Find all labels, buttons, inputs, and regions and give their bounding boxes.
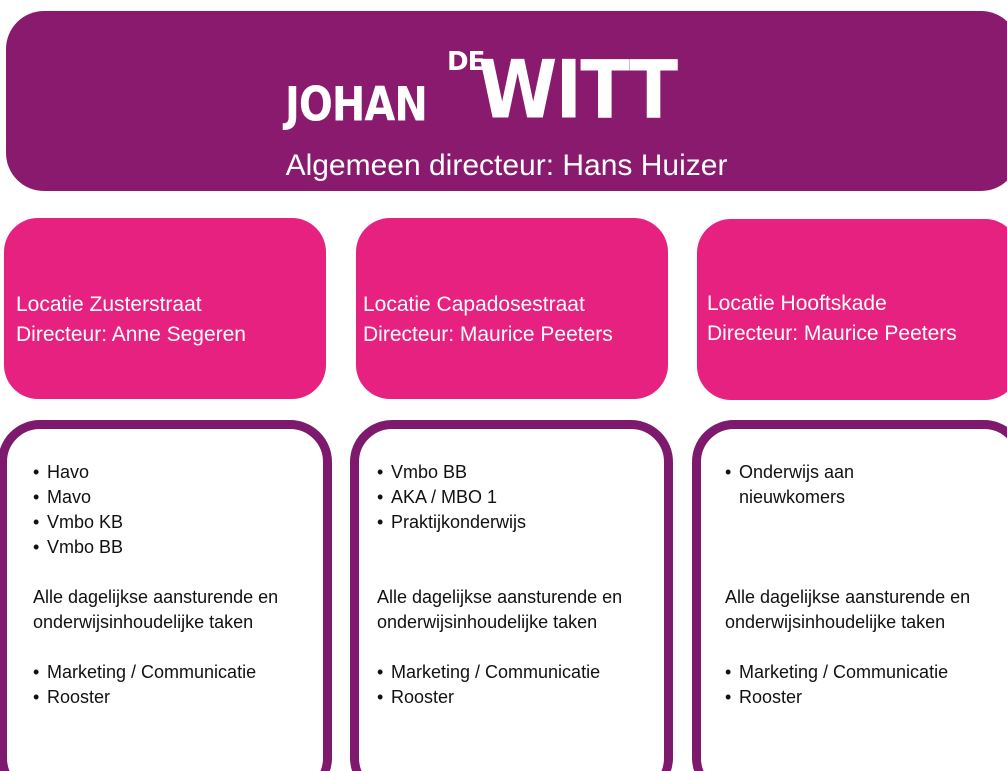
general-director: Algemeen directeur: Hans Huizer: [285, 149, 728, 182]
program-item: •Mavo: [33, 487, 92, 507]
location-name: Locatie Capadosestraat: [363, 293, 585, 316]
johan-de-witt-logo: JOHAN DE WITT: [285, 42, 735, 137]
extra-task-item: •Marketing / Communicatie: [33, 662, 257, 682]
program-item: •Praktijkonderwijs: [377, 512, 527, 532]
program-list: •Vmbo BB •AKA / MBO 1 •Praktijkonderwijs: [377, 460, 664, 560]
program-item: •Onderwijs aan nieuwkomers: [725, 462, 855, 507]
logo-johan: JOHAN: [285, 78, 428, 133]
extra-task-list: •Marketing / Communicatie •Rooster: [725, 660, 1007, 710]
location-box-capadosestraat: Locatie Capadosestraat Directeur: Mauric…: [356, 218, 668, 399]
location-name: Locatie Hooftskade: [707, 292, 887, 315]
program-item: •Vmbo KB: [33, 512, 124, 532]
extra-task-list: •Marketing / Communicatie •Rooster: [33, 660, 323, 710]
program-item: •Vmbo BB: [377, 462, 468, 482]
location-director: Directeur: Maurice Peeters: [363, 323, 613, 346]
extra-task-item: •Marketing / Communicatie: [725, 662, 949, 682]
logo-de: DE: [447, 47, 485, 77]
extra-task-item: •Rooster: [377, 687, 455, 707]
tasks-box-hooftskade: •Onderwijs aan nieuwkomers Alle dagelijk…: [692, 420, 1007, 771]
task-description: Alle dagelijkse aansturende en onderwijs…: [33, 587, 279, 632]
location-name: Locatie Zusterstraat: [16, 293, 202, 316]
location-box-hooftskade: Locatie Hooftskade Directeur: Maurice Pe…: [697, 219, 1007, 400]
program-item: •AKA / MBO 1: [377, 487, 498, 507]
program-list: •Onderwijs aan nieuwkomers: [725, 460, 1007, 560]
tasks-box-zusterstraat: •Havo •Mavo •Vmbo KB •Vmbo BB Alle dagel…: [0, 420, 332, 771]
task-description: Alle dagelijkse aansturende en onderwijs…: [377, 587, 623, 632]
program-item: •Vmbo BB: [33, 537, 124, 557]
task-description: Alle dagelijkse aansturende en onderwijs…: [725, 587, 971, 632]
header-box: JOHAN DE WITT Algemeen directeur: Hans H…: [6, 11, 1007, 191]
program-list: •Havo •Mavo •Vmbo KB •Vmbo BB: [33, 460, 323, 560]
extra-task-item: •Marketing / Communicatie: [377, 662, 601, 682]
logo-witt: WITT: [478, 42, 678, 137]
program-item: •Havo: [33, 462, 90, 482]
location-director: Directeur: Maurice Peeters: [707, 322, 957, 345]
location-director: Directeur: Anne Segeren: [16, 323, 246, 346]
extra-task-item: •Rooster: [725, 687, 803, 707]
extra-task-list: •Marketing / Communicatie •Rooster: [377, 660, 664, 710]
extra-task-item: •Rooster: [33, 687, 111, 707]
tasks-box-capadosestraat: •Vmbo BB •AKA / MBO 1 •Praktijkonderwijs…: [350, 420, 673, 771]
location-box-zusterstraat: Locatie Zusterstraat Directeur: Anne Seg…: [4, 218, 326, 399]
